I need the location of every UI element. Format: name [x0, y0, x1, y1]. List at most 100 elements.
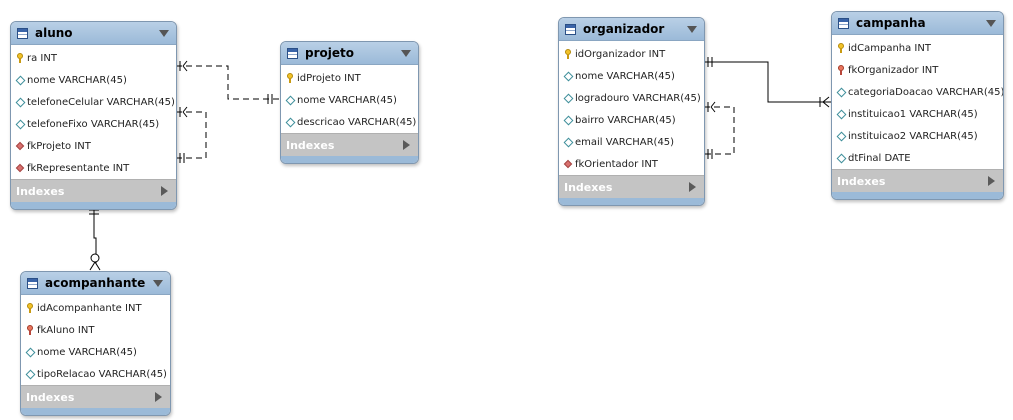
column-row[interactable]: email VARCHAR(45): [559, 131, 704, 153]
table-bottom-bar: [21, 408, 170, 415]
column-row[interactable]: idOrganizador INT: [559, 43, 704, 65]
indexes-section[interactable]: Indexes: [559, 175, 704, 198]
column-icon: [564, 93, 572, 103]
column-label: fkRepresentante INT: [27, 162, 130, 174]
primary-key-icon: [564, 49, 572, 59]
collapse-arrow-icon[interactable]: [687, 26, 697, 33]
column-icon: [837, 131, 845, 141]
primary-key-icon: [26, 303, 34, 313]
column-row[interactable]: dtFinal DATE: [832, 147, 1003, 169]
indexes-section[interactable]: Indexes: [11, 179, 176, 202]
table-aluno[interactable]: aluno ra INT nome VARCHAR(45) telefoneCelu…: [10, 21, 177, 210]
column-row[interactable]: telefoneCelular VARCHAR(45): [11, 91, 176, 113]
table-header[interactable]: campanha: [832, 12, 1003, 35]
column-row[interactable]: idProjeto INT: [281, 67, 418, 89]
column-label: descricao VARCHAR(45): [297, 116, 417, 128]
column-row[interactable]: tipoRelacao VARCHAR(45): [21, 363, 170, 385]
column-label: categoriaDoacao VARCHAR(45): [848, 86, 1004, 98]
table-name: organizador: [583, 22, 665, 36]
column-label: nome VARCHAR(45): [575, 70, 675, 82]
expand-arrow-icon[interactable]: [689, 182, 696, 192]
column-row[interactable]: logradouro VARCHAR(45): [559, 87, 704, 109]
column-row[interactable]: telefoneFixo VARCHAR(45): [11, 113, 176, 135]
expand-arrow-icon[interactable]: [988, 176, 995, 186]
expand-arrow-icon[interactable]: [161, 186, 168, 196]
collapse-arrow-icon[interactable]: [986, 20, 996, 27]
table-header[interactable]: aluno: [11, 22, 176, 45]
column-row[interactable]: fkOrientador INT: [559, 153, 704, 175]
table-icon: [565, 23, 576, 35]
column-row[interactable]: bairro VARCHAR(45): [559, 109, 704, 131]
column-label: fkOrganizador INT: [848, 64, 939, 76]
table-header[interactable]: acompanhante: [21, 272, 170, 295]
foreign-key-column-icon: [16, 163, 24, 173]
column-label: tipoRelacao VARCHAR(45): [37, 368, 167, 380]
column-row[interactable]: nome VARCHAR(45): [11, 69, 176, 91]
indexes-section[interactable]: Indexes: [281, 133, 418, 156]
expand-arrow-icon[interactable]: [155, 392, 162, 402]
relationship-organizador-campanha: [704, 57, 831, 108]
column-row[interactable]: fkRepresentante INT: [11, 157, 176, 179]
indexes-label: Indexes: [16, 184, 65, 198]
foreign-key-icon: [837, 65, 845, 75]
column-icon: [837, 87, 845, 97]
column-icon: [837, 153, 845, 163]
column-row[interactable]: descricao VARCHAR(45): [281, 111, 418, 133]
table-bottom-bar: [832, 192, 1003, 199]
foreign-key-column-icon: [564, 159, 572, 169]
column-icon: [26, 347, 34, 357]
collapse-arrow-icon[interactable]: [153, 280, 163, 287]
column-row[interactable]: fkProjeto INT: [11, 135, 176, 157]
column-icon: [16, 119, 24, 129]
foreign-key-column-icon: [16, 141, 24, 151]
column-row[interactable]: fkOrganizador INT: [832, 59, 1003, 81]
table-organizador[interactable]: organizador idOrganizador INT nome VARCHA…: [558, 17, 705, 206]
column-row[interactable]: instituicao2 VARCHAR(45): [832, 125, 1003, 147]
table-icon: [27, 277, 38, 289]
collapse-arrow-icon[interactable]: [401, 50, 411, 57]
relationship-aluno-projeto: [176, 60, 280, 104]
column-label: fkProjeto INT: [27, 140, 91, 152]
column-row[interactable]: ra INT: [11, 47, 176, 69]
column-label: telefoneCelular VARCHAR(45): [27, 96, 175, 108]
indexes-section[interactable]: Indexes: [832, 169, 1003, 192]
collapse-arrow-icon[interactable]: [159, 30, 169, 37]
table-campanha[interactable]: campanha idCampanha INT fkOrganizador INT…: [831, 11, 1004, 200]
column-label: idCampanha INT: [848, 42, 931, 54]
indexes-label: Indexes: [564, 180, 613, 194]
indexes-section[interactable]: Indexes: [21, 385, 170, 408]
column-row[interactable]: idCampanha INT: [832, 37, 1003, 59]
column-row[interactable]: nome VARCHAR(45): [281, 89, 418, 111]
indexes-label: Indexes: [837, 174, 886, 188]
column-row[interactable]: idAcompanhante INT: [21, 297, 170, 319]
table-name: campanha: [856, 16, 926, 30]
table-name: acompanhante: [45, 276, 146, 290]
table-icon: [838, 17, 849, 29]
table-header[interactable]: organizador: [559, 18, 704, 41]
column-label: nome VARCHAR(45): [27, 74, 127, 86]
column-row[interactable]: instituicao1 VARCHAR(45): [832, 103, 1003, 125]
indexes-label: Indexes: [26, 390, 75, 404]
column-label: ra INT: [27, 52, 57, 64]
column-label: idOrganizador INT: [575, 48, 666, 60]
column-label: idAcompanhante INT: [37, 302, 142, 314]
table-header[interactable]: projeto: [281, 42, 418, 65]
column-label: nome VARCHAR(45): [37, 346, 137, 358]
column-row[interactable]: nome VARCHAR(45): [559, 65, 704, 87]
table-name: projeto: [305, 46, 354, 60]
expand-arrow-icon[interactable]: [403, 140, 410, 150]
column-row[interactable]: categoriaDoacao VARCHAR(45): [832, 81, 1003, 103]
column-row[interactable]: fkAluno INT: [21, 319, 170, 341]
column-label: dtFinal DATE: [848, 152, 911, 164]
indexes-label: Indexes: [286, 138, 335, 152]
table-icon: [17, 27, 28, 39]
column-list: idOrganizador INT nome VARCHAR(45) logrado…: [559, 41, 704, 175]
column-label: telefoneFixo VARCHAR(45): [27, 118, 160, 130]
relationship-organizador-self: [704, 101, 735, 159]
column-list: ra INT nome VARCHAR(45) telefoneCelular VA…: [11, 45, 176, 179]
table-icon: [287, 47, 298, 59]
table-acompanhante[interactable]: acompanhante idAcompanhante INT fkAluno I…: [20, 271, 171, 416]
column-row[interactable]: nome VARCHAR(45): [21, 341, 170, 363]
